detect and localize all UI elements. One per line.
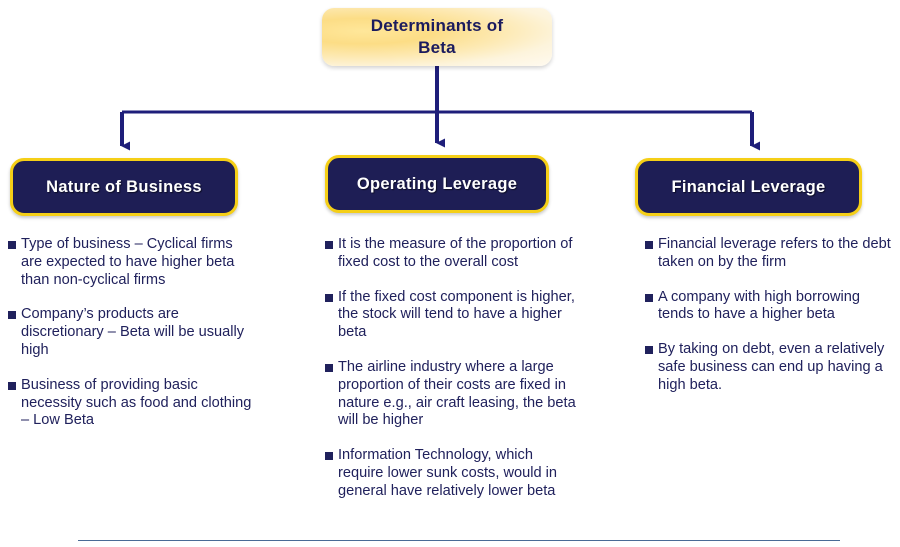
square-bullet-icon <box>325 241 333 249</box>
root-node-title-line2: Beta <box>418 38 456 57</box>
square-bullet-icon <box>8 311 16 320</box>
list-item: Information Technology, which require lo… <box>325 447 579 500</box>
root-node-determinants-of-beta: Determinants of Beta <box>322 8 552 66</box>
list-item-text: Business of providing basic necessity su… <box>21 376 252 429</box>
list-item-text: A company with high borrowing tends to h… <box>658 288 860 323</box>
branch-header-financial-leverage: Financial Leverage <box>635 158 862 216</box>
branch-header-nature-of-business: Nature of Business <box>10 158 238 216</box>
list-item-text: The airline industry where a large propo… <box>338 358 576 429</box>
square-bullet-icon <box>8 381 16 390</box>
square-bullet-icon <box>325 452 333 461</box>
list-item-text: Information Technology, which require lo… <box>338 447 558 499</box>
branch-header-label: Nature of Business <box>46 177 202 196</box>
square-bullet-icon <box>645 241 653 249</box>
list-item: By taking on debt, even a relatively saf… <box>645 341 893 394</box>
list-item: A company with high borrowing tends to h… <box>645 289 893 325</box>
root-node-title-line1: Determinants of <box>370 16 504 36</box>
bottom-divider <box>78 540 840 541</box>
list-item: The airline industry where a large propo… <box>325 359 579 430</box>
list-item: Financial leverage refers to the debt ta… <box>645 236 893 272</box>
bullet-list-operating-leverage: It is the measure of the proportion of f… <box>325 236 579 518</box>
list-item-text: Financial leverage refers to the debt ta… <box>658 236 891 270</box>
list-item: If the fixed cost component is higher, t… <box>325 289 579 342</box>
list-item-text: By taking on debt, even a relatively saf… <box>658 341 885 393</box>
branch-header-operating-leverage: Operating Leverage <box>325 155 549 213</box>
list-item: Company’s products are discretionary – B… <box>8 306 256 359</box>
list-item-text: Type of business – Cyclical firms are ex… <box>21 236 235 288</box>
list-item: It is the measure of the proportion of f… <box>325 236 579 272</box>
square-bullet-icon <box>645 293 653 302</box>
root-node-title: Determinants of Beta <box>371 15 503 59</box>
square-bullet-icon <box>8 241 16 249</box>
bullet-list-financial-leverage: Financial leverage refers to the debt ta… <box>645 236 893 412</box>
branch-header-label: Financial Leverage <box>671 177 826 196</box>
list-item: Type of business – Cyclical firms are ex… <box>8 236 256 289</box>
square-bullet-icon <box>645 346 653 355</box>
branch-header-label: Operating Leverage <box>356 174 518 193</box>
square-bullet-icon <box>325 293 333 302</box>
list-item-text: If the fixed cost component is higher, t… <box>338 288 575 341</box>
square-bullet-icon <box>325 363 333 372</box>
list-item-text: It is the measure of the proportion of f… <box>338 236 573 270</box>
bullet-list-nature-of-business: Type of business – Cyclical firms are ex… <box>8 236 256 447</box>
list-item-text: Company’s products are discretionary – B… <box>21 306 245 358</box>
list-item: Business of providing basic necessity su… <box>8 377 256 430</box>
